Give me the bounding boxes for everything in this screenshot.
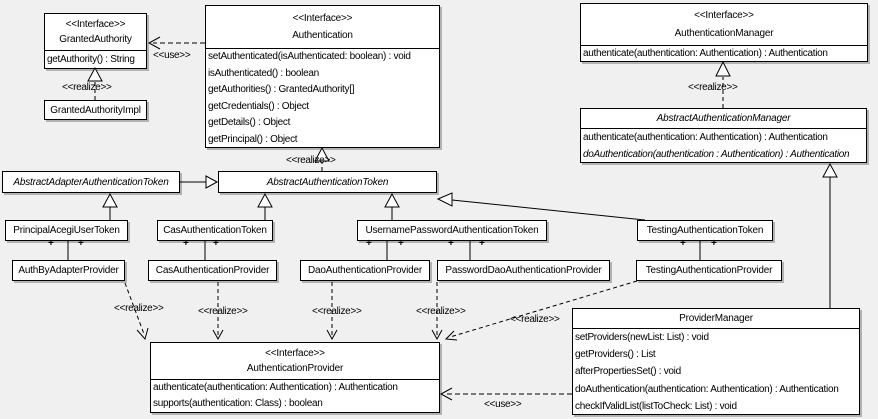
realize-stereotype-label: <<realize>> [286, 155, 336, 166]
class-username-password-authentication-token: UsernamePasswordAuthenticationToken [357, 220, 547, 241]
class-dao-authentication-provider: DaoAuthenticationProvider [300, 260, 430, 281]
class-abstract-adapter-authentication-token: AbstractAdapterAuthenticationToken [2, 171, 180, 193]
class-title: TestingAuthenticationProvider [645, 265, 773, 276]
method-label: getCredentials() : Object [208, 100, 309, 112]
use-stereotype-label: <<use>> [484, 399, 522, 410]
method-label: setProviders(newList: List) : void [575, 332, 709, 343]
use-stereotype-label: <<use>> [153, 50, 191, 61]
class-title: UsernamePasswordAuthenticationToken [365, 225, 539, 236]
realize-stereotype-label: <<realize>> [416, 306, 466, 317]
stereotype-label: <<Interface>> [694, 10, 754, 22]
class-title: AbstractAuthenticationToken [266, 176, 389, 188]
class-authentication: <<Interface>> Authentication setAuthenti… [205, 5, 440, 148]
method-label: doAuthentication(authentication: Authent… [575, 383, 839, 395]
hollow-triangle [436, 192, 453, 207]
open-arrowhead [136, 327, 149, 341]
method-label: getDetails() : Object [208, 117, 291, 129]
class-title: TestingAuthenticationToken [646, 225, 764, 236]
multiplicity-label: + [398, 238, 404, 249]
multiplicity-label: + [448, 238, 454, 249]
class-title: PrincipalAcegiUserToken [13, 225, 120, 236]
class-title: CasAuthenticationToken [163, 225, 267, 236]
open-arrowhead [439, 387, 453, 401]
method-label: afterPropertiesSet() : void [575, 366, 681, 378]
class-title: DaoAuthenticationProvider [308, 265, 422, 276]
hollow-triangle [87, 66, 103, 82]
method-label: getPrincipal() : Object [208, 133, 298, 145]
class-title: Authentication [292, 30, 353, 42]
class-authentication-manager: <<Interface>> AuthenticationManager auth… [580, 3, 868, 62]
class-title: AuthenticationManager [674, 27, 774, 39]
hollow-triangle [715, 60, 731, 77]
class-cas-authentication-token: CasAuthenticationToken [157, 220, 273, 241]
class-abstract-authentication-token: AbstractAuthenticationToken [218, 171, 437, 193]
stereotype-label: <<Interface>> [265, 347, 325, 359]
class-title: ProviderManager [679, 313, 753, 324]
class-provider-manager: ProviderManager setProviders(newList: Li… [572, 308, 860, 415]
open-arrowhead [326, 329, 338, 341]
hollow-triangle [822, 162, 838, 178]
class-granted-authority-impl: GrantedAuthorityImpl [44, 100, 147, 120]
class-title: GrantedAuthority [59, 34, 132, 46]
method-label: getAuthorities() : GrantedAuthority[] [208, 84, 355, 96]
class-abstract-authentication-manager: AbstractAuthenticationManager authentica… [580, 108, 867, 163]
open-arrowhead [212, 329, 224, 341]
multiplicity-label: + [213, 238, 219, 249]
open-arrowhead [147, 36, 161, 50]
hollow-triangle [205, 175, 219, 189]
class-principal-acegi-user-token: PrincipalAcegiUserToken [5, 220, 128, 241]
multiplicity-label: + [711, 238, 717, 249]
class-title: CasAuthenticationProvider [155, 265, 270, 276]
class-authentication-provider: <<Interface>> AuthenticationProvider aut… [150, 342, 440, 413]
realize-stereotype-label: <<realize>> [510, 314, 560, 325]
method-label: isAuthenticated() : boolean [208, 67, 319, 79]
method-label: authenticate(authentication: Authenticat… [583, 48, 828, 59]
hollow-triangle [257, 192, 273, 208]
multiplicity-label: + [48, 238, 54, 249]
class-testing-authentication-provider: TestingAuthenticationProvider [636, 260, 782, 281]
class-title: AbstractAdapterAuthenticationToken [13, 176, 169, 188]
generalization-edge-testing-token [451, 199, 646, 221]
realize-stereotype-label: <<realize>> [114, 303, 164, 314]
multiplicity-label: + [366, 238, 372, 249]
multiplicity-label: + [680, 238, 686, 249]
class-granted-authority: <<Interface>> GrantedAuthority getAuthor… [44, 13, 147, 69]
class-title: AuthenticationProvider [246, 363, 344, 375]
class-title: AuthByAdapterProvider [18, 265, 119, 276]
open-arrowhead [444, 330, 458, 341]
method-label: checkIfValidList(listToCheck: List) : vo… [575, 400, 737, 412]
open-arrowhead [431, 329, 443, 341]
multiplicity-label: + [479, 238, 485, 249]
class-testing-authentication-token: TestingAuthenticationToken [637, 220, 773, 241]
class-password-dao-authentication-provider: PasswordDaoAuthenticationProvider [437, 260, 610, 281]
realize-stereotype-label: <<realize>> [688, 82, 738, 93]
multiplicity-label: + [183, 238, 189, 249]
realize-stereotype-label: <<realize>> [62, 82, 112, 93]
class-title: PasswordDaoAuthenticationProvider [445, 265, 602, 276]
method-label: setAuthenticated(isAuthenticated: boolea… [208, 51, 411, 62]
realize-stereotype-label: <<realize>> [198, 306, 248, 317]
stereotype-label: <<Interface>> [65, 18, 126, 30]
class-cas-authentication-provider: CasAuthenticationProvider [148, 260, 277, 281]
method-label: getAuthority() : String [47, 54, 135, 65]
hollow-triangle [102, 192, 118, 208]
multiplicity-label: + [78, 238, 84, 249]
stereotype-label: <<Interface>> [292, 12, 353, 24]
method-label: authenticate(authentication: Authenticat… [153, 382, 398, 393]
method-label: getProviders() : List [575, 349, 656, 361]
method-label: supports(authentication: Class) : boolea… [153, 398, 323, 410]
hollow-triangle [384, 192, 400, 208]
class-title: GrantedAuthorityImpl [50, 104, 141, 116]
method-label: doAuthentication(authentication : Authen… [583, 149, 850, 160]
realize-stereotype-label: <<realize>> [312, 306, 362, 317]
class-auth-by-adapter-provider: AuthByAdapterProvider [12, 260, 125, 281]
method-label: authenticate(authentication: Authenticat… [583, 132, 828, 143]
class-title: AbstractAuthenticationManager [656, 113, 791, 124]
